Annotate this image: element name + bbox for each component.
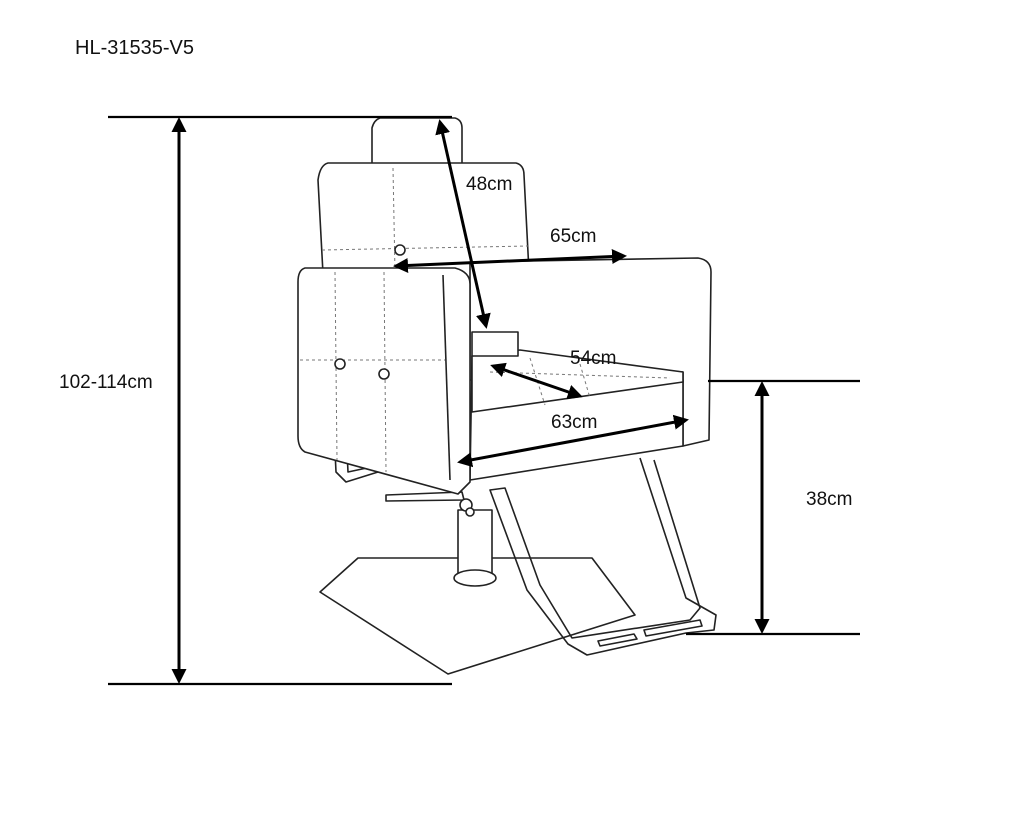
model-code: HL-31535-V5 (75, 37, 194, 59)
footrest-pad-left (597, 633, 638, 647)
seat-depth-label: 54cm (570, 348, 616, 369)
seat-width-arrow (457, 414, 689, 468)
backrest-width-arrow (393, 249, 627, 273)
hydraulic-column (457, 509, 493, 577)
seat-width-label: 63cm (551, 412, 597, 433)
seat-height-label: 38cm (806, 489, 852, 510)
footrest-pad-right (643, 619, 703, 637)
backrest-width-label: 65cm (550, 226, 596, 247)
overall-height-label: 102-114cm (59, 372, 153, 393)
seat-depth-arrow (490, 362, 583, 400)
footrest-frame (489, 457, 717, 656)
backrest-height-arrow (435, 119, 491, 329)
backrest-height-label: 48cm (466, 174, 512, 195)
barber-chair-illustration (297, 117, 717, 675)
base-plate (319, 557, 636, 675)
pump-lever (385, 491, 465, 502)
